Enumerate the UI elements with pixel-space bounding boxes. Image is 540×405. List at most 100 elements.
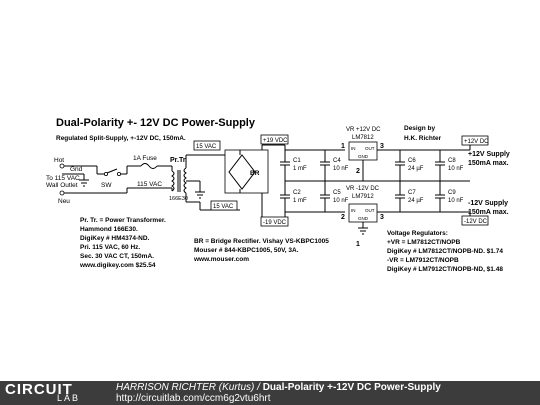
- pos-supply-max: 150mA max.: [468, 160, 509, 167]
- neg-reg-pin3: 3: [380, 214, 384, 221]
- neg-reg-part: LM7912: [352, 194, 374, 200]
- pos-reg-pin3: 3: [380, 143, 384, 150]
- neg-reg-gnd: GND: [358, 216, 369, 221]
- c9-label: C9: [448, 190, 456, 196]
- pos-reg-out: OUT: [365, 146, 375, 151]
- switch-label: SW: [101, 182, 112, 189]
- pos-out-box: [461, 135, 489, 146]
- input-capacitors: C1 1 mF C2 1 mF C4 10 nF C5 10 nF: [280, 150, 349, 212]
- neg-reg-title: VR -12V DC: [346, 186, 380, 192]
- regulator-note-1: Voltage Regulators:: [387, 230, 448, 237]
- logo-circuit-text: CIRCUIT: [5, 381, 73, 398]
- pos-reg-gnd: GND: [358, 154, 369, 159]
- transformer-part: 166E30: [169, 196, 188, 202]
- vac-115-label: 115 VAC: [137, 181, 162, 188]
- c5-label: C5: [333, 190, 341, 196]
- transformer-note-3: DigiKey # HM4374-ND.: [80, 235, 150, 242]
- schematic-subtitle: Regulated Split-Supply, +-12V DC, 150mA.: [56, 135, 186, 142]
- c9-value: 10 nF: [448, 198, 464, 204]
- c5-value: 10 nF: [333, 198, 349, 204]
- c6-label: C6: [408, 158, 416, 164]
- pos-reg-part: LM7812: [352, 135, 374, 141]
- transformer-note-6: www.digikey.com $25.54: [79, 262, 156, 269]
- transformer-note-2: Hammond 166E30.: [80, 226, 138, 233]
- pos-reg-in: IN: [351, 146, 356, 151]
- rectifier-note-1: BR = Bridge Rectifier. Vishay VS-KBPC100…: [194, 238, 329, 245]
- rectifier-note-2: Mouser # 844-KBPC1005, 50V, 3A.: [194, 247, 299, 254]
- regulator-notes: Voltage Regulators: +VR = LM7812CT/NOPB …: [387, 230, 503, 273]
- c7-value: 24 µF: [408, 198, 424, 204]
- vac-bottom-label: 15 VAC: [213, 204, 234, 210]
- pos-raw-label: +19 VDC: [263, 138, 288, 144]
- outlet-label-1: To 115 VAC: [46, 175, 80, 182]
- footer-bar: CIRCUIT LAB HARRISON RICHTER (Kurtus) / …: [0, 381, 540, 405]
- neu-label: Neu: [58, 198, 70, 205]
- bridge-rectifier: BR: [224, 145, 269, 218]
- power-switch: SW: [96, 166, 128, 189]
- outputs: +12V DC -12V DC +12V Supply 150mA max. -…: [461, 135, 510, 226]
- c4-label: C4: [333, 158, 341, 164]
- schematic-svg: Dual-Polarity +- 12V DC Power-Supply Reg…: [46, 117, 510, 273]
- c1-label: C1: [293, 158, 301, 164]
- c2-value: 1 mF: [293, 198, 307, 204]
- dc-rails: +19 VDC -19 VDC: [260, 134, 470, 227]
- c7-label: C7: [408, 190, 416, 196]
- circuit-url-link[interactable]: http://circuitlab.com/ccm6g2vtu6hrt: [116, 393, 271, 404]
- transformer-label: Pr.Tr.: [170, 157, 187, 164]
- neg-supply-label: -12V Supply: [468, 200, 508, 207]
- hot-label: Hot: [54, 157, 64, 164]
- c8-label: C8: [448, 158, 456, 164]
- output-capacitors: C6 24 µF C7 24 µF C8 10 nF C9 10 nF: [395, 149, 470, 213]
- fuse-label: 1A Fuse: [133, 155, 157, 162]
- c4-value: 10 nF: [333, 166, 349, 172]
- vac-bottom-box: [210, 200, 238, 211]
- regulator-note-3: DigiKey # LM7812CT/NOPB-ND. $1.74: [387, 248, 503, 255]
- pos-reg-pin1: 1: [341, 143, 345, 150]
- regulator-positive: VR +12V DC LM7812 IN OUT GND 1 3 2: [341, 127, 400, 181]
- neg-reg-in: IN: [351, 208, 356, 213]
- c8-value: 10 nF: [448, 166, 464, 172]
- neg-reg-pin1: 1: [356, 241, 360, 248]
- transformer-note-1: Pr. Tr. = Power Transformer.: [80, 217, 166, 224]
- pos-supply-label: +12V Supply: [468, 151, 510, 158]
- circuitlab-logo[interactable]: CIRCUIT LAB: [5, 381, 109, 404]
- c2-label: C2: [293, 190, 301, 196]
- rectifier-notes: BR = Bridge Rectifier. Vishay VS-KBPC100…: [193, 238, 329, 263]
- c1-value: 1 mF: [293, 166, 307, 172]
- neg-reg-out: OUT: [365, 208, 375, 213]
- designer-name: H.K. Richter: [404, 135, 442, 142]
- neg-out-box: [461, 215, 489, 226]
- regulator-note-4: -VR = LM7912CT/NOPB: [387, 257, 459, 264]
- author-credit: HARRISON RICHTER (Kurtus) / Dual-Polarit…: [116, 382, 441, 393]
- rectifier-label: BR: [250, 170, 260, 177]
- regulator-note-2: +VR = LM7812CT/NOPB: [387, 239, 461, 246]
- pos-out-label: +12V DC: [464, 139, 489, 145]
- neg-supply-max: 150mA max.: [468, 209, 509, 216]
- c6-value: 24 µF: [408, 166, 424, 172]
- neg-out-label: -12V DC: [464, 219, 488, 225]
- pos-reg-title: VR +12V DC: [346, 127, 381, 133]
- regulator-negative: VR -12V DC LM7912 IN OUT GND 2 3 1: [341, 186, 400, 248]
- vac-top-box: [193, 140, 221, 151]
- design-by-label: Design by: [404, 125, 435, 132]
- neg-reg-pin2: 2: [341, 214, 345, 221]
- gnd-label: Gnd: [70, 166, 83, 173]
- pos-reg-pin2: 2: [356, 168, 360, 175]
- vac-top-label: 15 VAC: [196, 144, 217, 150]
- transformer-note-4: Pri. 115 VAC, 60 Hz.: [80, 244, 140, 251]
- transformer-note-5: Sec. 30 VAC CT, 150mA.: [80, 253, 154, 260]
- fuse: 1A Fuse 115 VAC: [127, 155, 172, 188]
- pos-raw-box: [260, 134, 289, 145]
- neg-raw-label: -19 VDC: [263, 220, 287, 226]
- transformer-notes: Pr. Tr. = Power Transformer. Hammond 166…: [79, 217, 166, 269]
- neg-raw-box: [260, 216, 289, 227]
- mains-input: Hot Gnd Neu To 115 VAC Wall Outlet: [46, 157, 160, 205]
- circuit-title: Dual-Polarity +-12V DC Power-Supply: [262, 382, 441, 393]
- outlet-label-2: Wall Outlet: [46, 182, 78, 189]
- rectifier-note-3: www.mouser.com: [193, 256, 249, 263]
- author-name: HARRISON RICHTER (Kurtus) /: [116, 382, 260, 393]
- logo-lab-text: LAB: [57, 393, 81, 403]
- regulator-note-5: DigiKey # LM7912CT/NOPB-ND, $1.48: [387, 266, 503, 273]
- schematic-title: Dual-Polarity +- 12V DC Power-Supply: [56, 117, 256, 129]
